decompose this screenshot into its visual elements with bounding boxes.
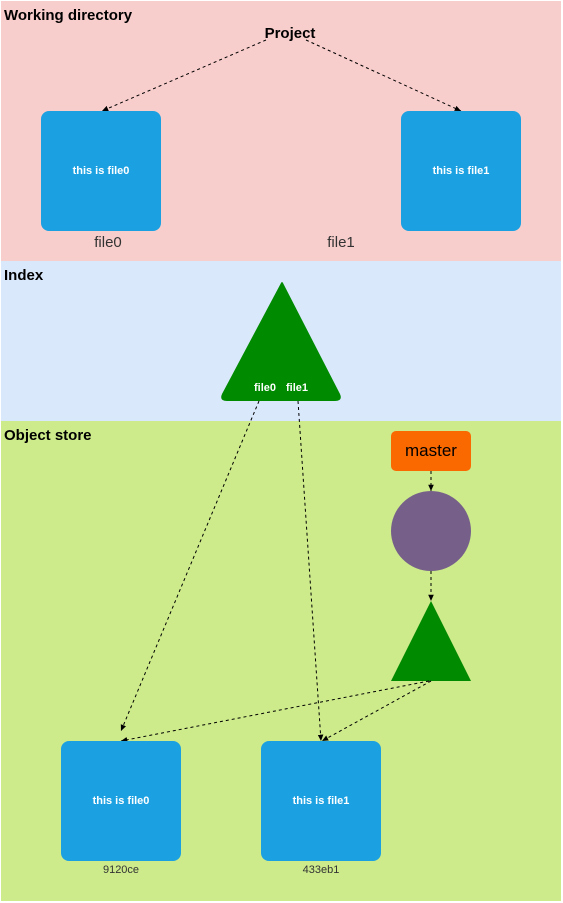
blob0-content: this is file0 xyxy=(92,795,150,807)
blob1-box[interactable]: this is file1 xyxy=(261,741,381,861)
index-section: Index xyxy=(1,261,561,421)
blob1-content: this is file1 xyxy=(292,795,350,807)
index-entry-file1: file1 xyxy=(286,382,309,394)
blob1-hash: 433eb1 xyxy=(302,864,340,876)
file0-box[interactable]: this is file0 xyxy=(41,111,161,231)
file0-name: file0 xyxy=(94,234,122,251)
file0-content: this is file0 xyxy=(72,165,130,177)
project-label: Project xyxy=(264,25,316,42)
blob0-box[interactable]: this is file0 xyxy=(61,741,181,861)
object-store-title: Object store xyxy=(4,427,92,444)
branch-label: master xyxy=(405,441,457,460)
commit-circle[interactable] xyxy=(391,491,471,571)
index-entry-file0: file0 xyxy=(254,382,277,394)
file1-box[interactable]: this is file1 xyxy=(401,111,521,231)
master-branch[interactable]: master xyxy=(391,431,471,471)
working-directory-title: Working directory xyxy=(4,7,133,24)
index-title: Index xyxy=(4,267,44,284)
blob0-hash: 9120ce xyxy=(102,864,140,876)
file1-content: this is file1 xyxy=(432,165,490,177)
file1-name: file1 xyxy=(327,234,355,251)
